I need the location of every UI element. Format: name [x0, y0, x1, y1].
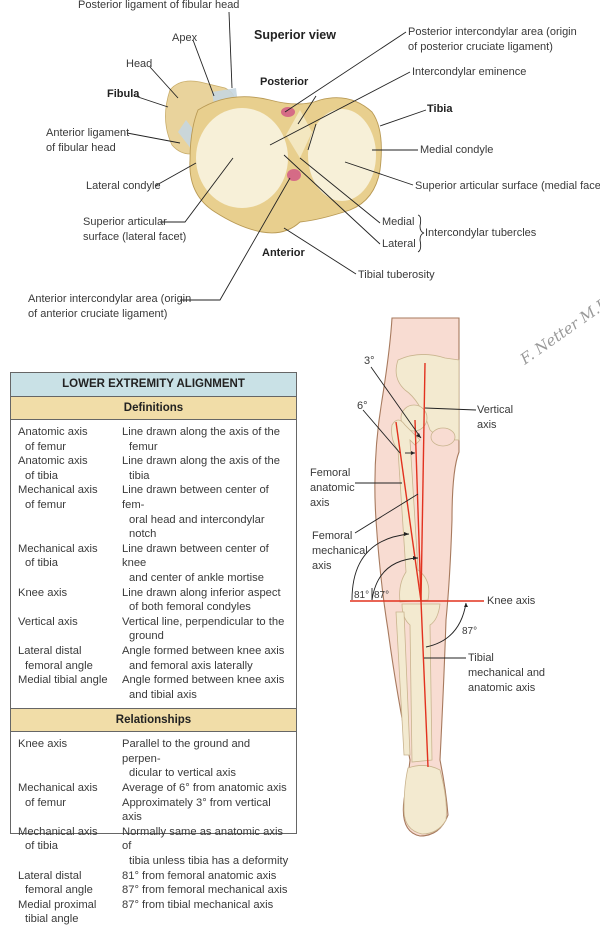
- row-term: Medial tibial angle: [18, 674, 108, 687]
- lower-extremity-alignment-table: LOWER EXTREMITY ALIGNMENT Definitions An…: [10, 372, 297, 925]
- anterior-intercondylar-spot: [287, 169, 301, 181]
- foot-bones: [403, 765, 447, 835]
- femoral-anatomic-axis-line: [395, 421, 422, 602]
- section-heading-definitions: Definitions: [11, 397, 296, 420]
- tibia-bone: [401, 603, 441, 763]
- pelvis-bone: [395, 354, 460, 441]
- label-medial-condyle: Medial condyle: [420, 144, 494, 156]
- row-term: Vertical axis: [18, 615, 78, 628]
- femoral-mechanical-axis-line: [414, 419, 422, 602]
- label-medial-tubercle: Medial: [382, 216, 415, 228]
- label-intercondylar-tubercles: Intercondylar tubercles: [425, 227, 537, 239]
- label-tibial-tuberosity: Tibial tuberosity: [358, 269, 435, 281]
- label-tibia: Tibia: [427, 103, 453, 115]
- row-description: Parallel to the ground and perpen-dicula…: [122, 738, 251, 780]
- label-posterior-ligament-fibular-head: Posterior ligament of fibular head: [78, 0, 240, 11]
- row-description: 87° from tibial mechanical axis: [122, 898, 274, 911]
- label-apex: Apex: [172, 32, 198, 44]
- label-angle-81: 81°: [354, 590, 370, 601]
- table-row: Knee axis Line drawn along inferior aspe…: [18, 586, 290, 615]
- label-anterior: Anterior: [262, 247, 305, 259]
- vertical-axis-line: [420, 362, 426, 602]
- posterior-intercondylar-spot: [281, 107, 295, 117]
- label-angle-6: 6°: [357, 400, 368, 412]
- label-fibula: Fibula: [107, 88, 140, 100]
- label-angle-3: 3°: [364, 355, 375, 367]
- row-term: Knee axis: [18, 738, 68, 751]
- label-knee-axis: Knee axis: [487, 595, 536, 607]
- leg-skin-outline: [374, 317, 460, 837]
- label-lateral-tubercle: Lateral: [382, 238, 416, 250]
- table-row: Vertical axis Vertical line, perpendicul…: [18, 615, 290, 644]
- leader-lines: [126, 11, 427, 301]
- label-superior-articular-medial: Superior articular surface (medial facet…: [415, 180, 600, 192]
- row-description: Line drawn between center of fem-oral he…: [122, 484, 269, 541]
- label-lateral-condyle: Lateral condyle: [86, 180, 161, 192]
- tibial-plateau-illustration: [126, 11, 427, 301]
- section-heading-relationships: Relationships: [11, 708, 296, 733]
- row-term: Knee axis: [18, 586, 68, 599]
- label-angle-87-femoral: 87°: [374, 590, 390, 601]
- fibula-bone: [395, 611, 411, 756]
- label-intercondylar-eminence: Intercondylar eminence: [412, 66, 527, 78]
- femoral-head: [400, 404, 428, 432]
- femur-bone: [391, 419, 430, 603]
- table-row: Knee axis Parallel to the ground and per…: [18, 737, 290, 781]
- label-posterior: Posterior: [260, 76, 309, 88]
- relationships-rows: Knee axis Parallel to the ground and per…: [11, 732, 296, 933]
- label-head: Head: [126, 58, 153, 70]
- figure-title: Superior view: [254, 28, 336, 42]
- tibial-axis-line: [420, 600, 429, 768]
- table-row: Medial tibial angle Angle formed between…: [18, 673, 290, 702]
- label-angle-87-tibial: 87°: [462, 626, 478, 637]
- table-title: LOWER EXTREMITY ALIGNMENT: [11, 373, 296, 397]
